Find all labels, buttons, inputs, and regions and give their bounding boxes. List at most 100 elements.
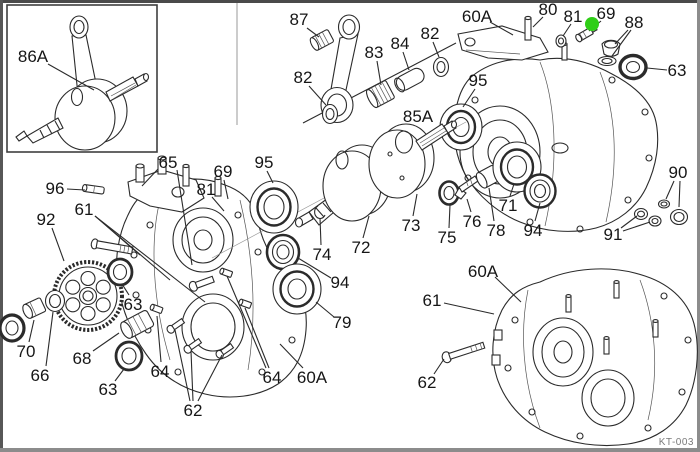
- callout-label-75-31[interactable]: 75: [438, 228, 457, 247]
- leader-line-78: [488, 187, 495, 222]
- callout-label-94-36[interactable]: 94: [331, 273, 350, 292]
- leader-line-90: [678, 180, 681, 208]
- callout-label-83-3[interactable]: 83: [365, 43, 384, 62]
- leader-line-65: [176, 169, 193, 266]
- callout-label-88-11[interactable]: 88: [625, 13, 644, 32]
- callout-label-80-8[interactable]: 80: [539, 0, 558, 19]
- leader-line-86A: [47, 63, 95, 91]
- callout-label-96-18[interactable]: 96: [46, 179, 65, 198]
- lower-right-crankcase-half: [441, 268, 698, 446]
- leader-line-74: [319, 217, 322, 246]
- callout-label-85A-6[interactable]: 85A: [403, 107, 434, 126]
- callout-label-90-38[interactable]: 90: [669, 163, 688, 182]
- callout-label-95-13[interactable]: 95: [469, 71, 488, 90]
- connecting-rod: [329, 33, 359, 96]
- leader-line-63: [114, 368, 125, 382]
- long-bolt-61: [90, 238, 134, 255]
- dowel-64-a: [238, 298, 252, 309]
- leader-line-91: [620, 215, 638, 229]
- leader-line-63: [646, 67, 668, 71]
- callout-label-70-22[interactable]: 70: [17, 342, 36, 361]
- left-parts-chain: [0, 257, 252, 372]
- callout-label-76-32[interactable]: 76: [463, 212, 482, 231]
- callout-label-92-20[interactable]: 92: [37, 210, 56, 229]
- callout-label-72-29[interactable]: 72: [352, 238, 371, 257]
- callout-label-66-23[interactable]: 66: [31, 366, 50, 385]
- engine-mount-bracket: [457, 25, 549, 61]
- leader-line-87: [306, 27, 320, 38]
- callout-label-81-9[interactable]: 81: [564, 7, 583, 26]
- callout-label-91-39[interactable]: 91: [604, 225, 623, 244]
- callout-label-69-10[interactable]: 69: [597, 4, 616, 23]
- leader-line-81: [562, 23, 572, 37]
- leader-line-68: [92, 332, 120, 352]
- oil-seal-63: [618, 53, 648, 81]
- case-studs: [565, 280, 659, 355]
- callout-label-87-1[interactable]: 87: [290, 10, 309, 29]
- callout-label-95-14[interactable]: 95: [255, 153, 274, 172]
- callout-label-63-21[interactable]: 63: [124, 295, 143, 314]
- callout-label-84-4[interactable]: 84: [391, 34, 410, 53]
- leader-line-69: [223, 179, 229, 200]
- leader-line-61: [94, 215, 171, 281]
- dowel-64-b: [219, 267, 233, 278]
- spacer-68: [120, 309, 155, 339]
- highlight-dot-part-69[interactable]: [585, 17, 599, 31]
- inset-crankshaft-86a: [6, 4, 158, 153]
- callout-label-73-30[interactable]: 73: [402, 216, 421, 235]
- crank-pin-84: [394, 67, 425, 93]
- callout-label-74-28[interactable]: 74: [313, 245, 332, 264]
- leader-line-60A: [279, 343, 304, 369]
- callout-label-60A-41[interactable]: 60A: [297, 368, 328, 387]
- callout-label-68-24[interactable]: 68: [73, 349, 92, 368]
- plug-91: [633, 207, 662, 227]
- callout-label-60A-7[interactable]: 60A: [462, 7, 493, 26]
- leader-line-62: [433, 358, 445, 375]
- main-bearing-95-left: [249, 180, 299, 234]
- callout-label-79-37[interactable]: 79: [333, 313, 352, 332]
- seal-ring-81: [555, 34, 567, 48]
- crank-hardware-row: [438, 141, 557, 209]
- callout-label-61-19[interactable]: 61: [75, 200, 94, 219]
- leader-line-79: [315, 301, 335, 318]
- thrust-washer-82-right: [432, 56, 450, 78]
- callout-label-81-17[interactable]: 81: [197, 180, 216, 199]
- leader-line-64: [226, 275, 267, 369]
- bearing-79: [272, 263, 322, 315]
- callout-label-63-25[interactable]: 63: [99, 380, 118, 399]
- callout-label-71-34[interactable]: 71: [499, 196, 518, 215]
- figure-code: KT-003: [659, 437, 694, 448]
- leader-line-64: [244, 307, 270, 369]
- callout-label-82-2[interactable]: 82: [294, 68, 313, 87]
- leader-line-66: [45, 311, 54, 367]
- connecting-rod-assembly: [302, 14, 457, 125]
- callout-label-60A-42[interactable]: 60A: [468, 262, 499, 281]
- callout-label-64-40[interactable]: 64: [263, 368, 282, 387]
- leader-line-64: [156, 315, 162, 363]
- callout-label-61-43[interactable]: 61: [423, 291, 442, 310]
- callout-label-69-16[interactable]: 69: [214, 162, 233, 181]
- callout-label-82-5[interactable]: 82: [421, 24, 440, 43]
- case-bolt: [188, 275, 215, 292]
- leader-line-95: [266, 170, 274, 184]
- leader-line-72: [362, 215, 370, 239]
- leader-line-60A: [494, 276, 522, 303]
- callout-label-64-26[interactable]: 64: [151, 362, 170, 381]
- seal-63-upper: [106, 257, 134, 287]
- callout-label-94-35[interactable]: 94: [524, 221, 543, 240]
- callout-label-78-33[interactable]: 78: [487, 221, 506, 240]
- callout-label-62-44[interactable]: 62: [418, 373, 437, 392]
- leader-line-76: [466, 198, 472, 213]
- bolt-76: [454, 175, 479, 200]
- leader-line-60A: [489, 21, 514, 36]
- callout-label-62-27[interactable]: 62: [184, 401, 203, 420]
- callout-label-65-15[interactable]: 65: [159, 153, 178, 172]
- leader-line-81: [211, 196, 225, 212]
- leader-line-62: [197, 354, 223, 402]
- leader-line-96: [66, 188, 86, 191]
- callout-label-63-12[interactable]: 63: [668, 61, 687, 80]
- callout-label-86A-0[interactable]: 86A: [18, 47, 49, 66]
- thrust-washer-82-left: [321, 103, 339, 125]
